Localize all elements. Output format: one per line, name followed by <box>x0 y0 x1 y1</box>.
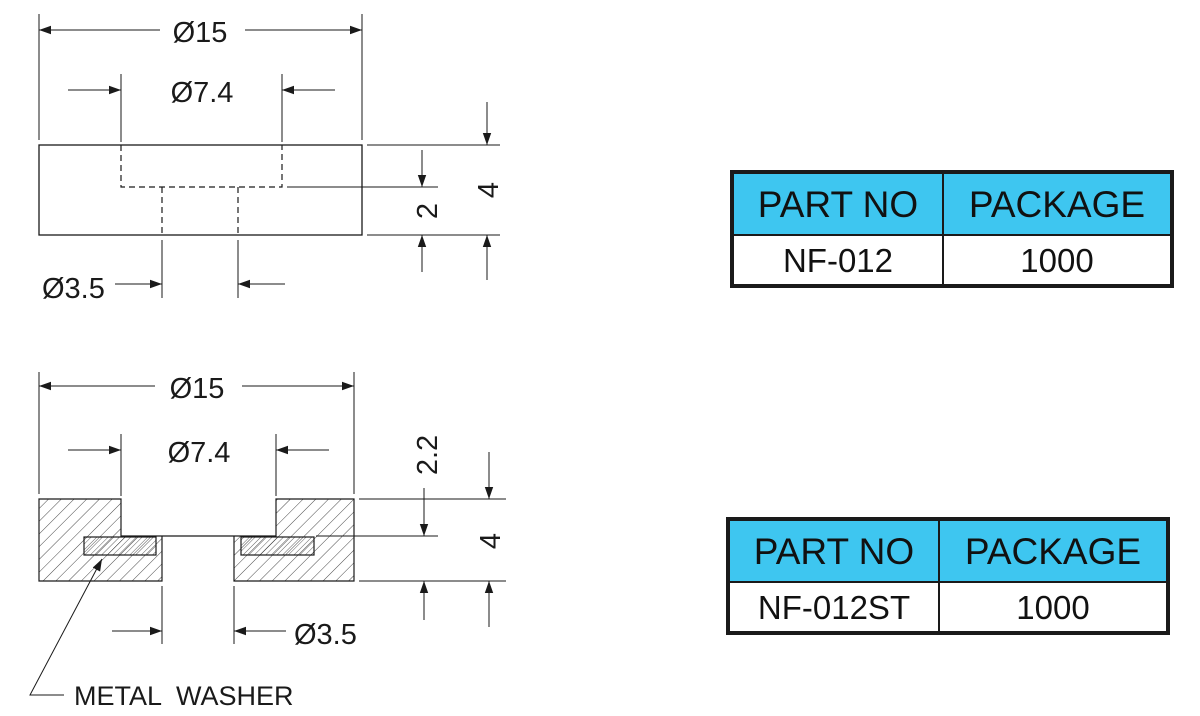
view-1: Ø15 Ø7.4 Ø3.5 2 4 <box>38 14 505 305</box>
part-section <box>38 498 355 582</box>
metal-washer-right <box>240 536 315 556</box>
part-outline <box>38 144 363 236</box>
table-row: NF-012ST 1000 <box>727 581 1169 634</box>
header-part-no: PART NO <box>731 171 944 236</box>
dim-hole-diameter-2: Ø3.5 <box>294 619 357 651</box>
dim-counterbore-depth: 2 <box>412 203 444 219</box>
hidden-counterbore <box>120 145 283 188</box>
view-2: Ø15 Ø7.4 Ø3.5 2.2 4 METAL WASHER <box>29 372 507 711</box>
dim-outer-diameter: Ø15 <box>173 17 228 49</box>
cell-part-no: NF-012ST <box>727 581 940 634</box>
part-table-1: PART NO PACKAGE NF-012 1000 <box>730 170 1174 288</box>
callout-leader <box>29 558 103 696</box>
dim-outer-diameter-2: Ø15 <box>170 373 225 405</box>
dim-thickness: 4 <box>473 182 505 198</box>
part-table-2: PART NO PACKAGE NF-012ST 1000 <box>726 517 1170 635</box>
cell-package: 1000 <box>942 234 1173 287</box>
dim-counterbore-diameter-2: Ø7.4 <box>168 437 231 469</box>
header-part-no: PART NO <box>727 518 940 583</box>
callout-metal-washer: METAL WASHER <box>74 681 294 711</box>
table-header-row: PART NO PACKAGE <box>731 171 1173 236</box>
cell-part-no: NF-012 <box>731 234 944 287</box>
cell-package: 1000 <box>938 581 1169 634</box>
dim-counterbore-depth-2: 2.2 <box>412 435 444 475</box>
table-row: NF-012 1000 <box>731 234 1173 287</box>
dim-hole-diameter: Ø3.5 <box>42 273 105 305</box>
table-header-row: PART NO PACKAGE <box>727 518 1169 583</box>
metal-washer-left <box>83 536 157 556</box>
dim-thickness-2: 4 <box>475 533 507 549</box>
header-package: PACKAGE <box>942 171 1173 236</box>
dim-counterbore-diameter: Ø7.4 <box>171 77 234 109</box>
header-package: PACKAGE <box>938 518 1169 583</box>
